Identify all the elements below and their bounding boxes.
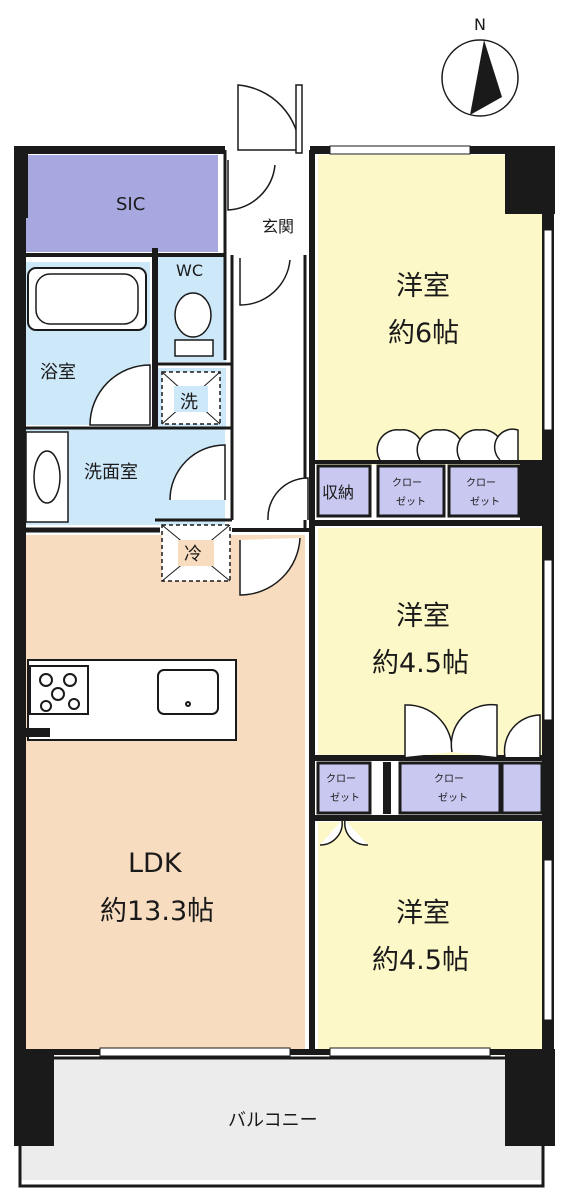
bedroom-3-size: 約4.5帖	[372, 945, 469, 976]
closet-1-label-bottom: ゼット	[396, 496, 426, 508]
bedroom-3-area	[318, 822, 543, 1052]
windows	[99, 145, 553, 1057]
bath-label: 浴室	[40, 362, 76, 383]
ldk-area	[25, 535, 305, 1052]
closet-2-area	[447, 464, 521, 518]
toilet-icon	[174, 292, 214, 357]
closet-1-label-top: クロー	[392, 477, 422, 489]
washroom-label: 洗面室	[84, 462, 138, 483]
bedroom-2-size: 約4.5帖	[372, 648, 469, 679]
balcony-frame	[18, 1056, 545, 1188]
compass-icon	[441, 39, 519, 117]
closet-3-area	[316, 761, 372, 815]
closet-2-label-bottom: ゼット	[470, 496, 500, 508]
storage-label: 収納	[322, 483, 354, 502]
sic-label: SIC	[116, 194, 145, 215]
door-swings	[89, 84, 541, 846]
balcony-area	[20, 1058, 543, 1180]
entrance-label: 玄関	[262, 217, 294, 236]
washer-label: 洗	[180, 392, 198, 413]
compass-north-label: N	[474, 15, 486, 34]
bedroom-2-name: 洋室	[396, 601, 450, 632]
wc-label: WC	[176, 261, 203, 280]
closet-2-label-top: クロー	[466, 477, 496, 489]
bedroom-3-name: 洋室	[396, 898, 450, 929]
sic-area	[25, 155, 218, 252]
bedroom-1-size: 約6帖	[388, 318, 459, 349]
closet-4-label-top: クロー	[434, 773, 464, 785]
fridge-label: 冷	[184, 544, 202, 565]
balcony-label: バルコニー	[228, 1110, 318, 1131]
closet-4-extension	[500, 761, 544, 815]
closet-1-area	[376, 464, 446, 518]
bathtub-icon	[27, 267, 147, 331]
pillar-mid-right	[520, 462, 548, 524]
ldk-name: LDK	[128, 848, 183, 879]
closet-3-label-bottom: ゼット	[330, 792, 360, 804]
closet-3-label-top: クロー	[326, 773, 356, 785]
storage-area	[316, 464, 372, 518]
washbasin-icon	[25, 431, 69, 523]
closet-4-area	[398, 761, 502, 815]
closet-3-divider	[383, 762, 391, 814]
kitchen-counter-icon	[27, 659, 237, 741]
bedroom-1-name: 洋室	[396, 271, 450, 302]
ldk-size: 約13.3帖	[100, 896, 214, 927]
pillar-top-left	[14, 148, 28, 218]
closet-4-label-bottom: ゼット	[438, 792, 468, 804]
pillar-top-right	[505, 148, 555, 214]
pillar-bottom-right	[505, 1052, 555, 1146]
